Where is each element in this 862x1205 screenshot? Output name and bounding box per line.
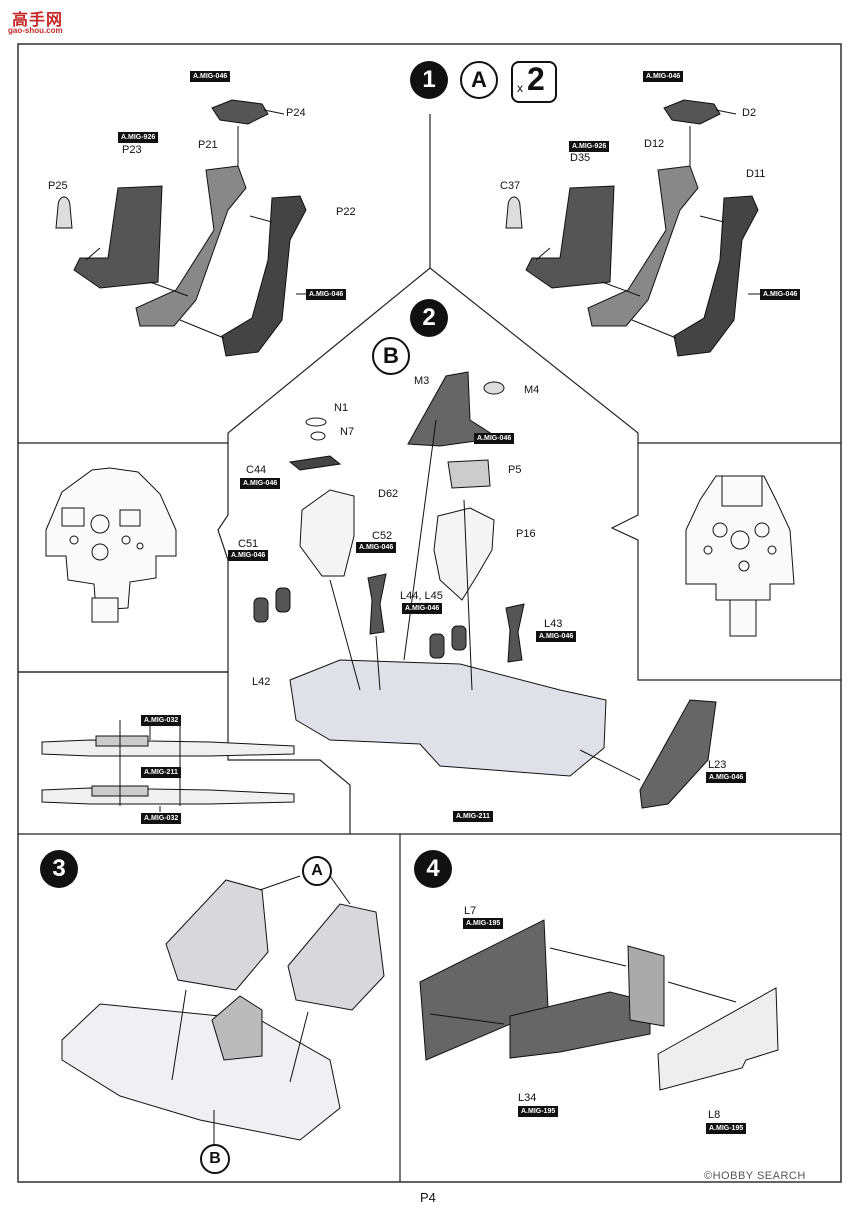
label-l42: L42 — [252, 676, 271, 688]
label-d2: D2 — [742, 107, 757, 119]
paint-p23: A.MIG-926 — [118, 132, 159, 143]
step4-number: 4 — [414, 850, 452, 888]
step3-drawing — [61, 875, 385, 1146]
paint-tub: A.MIG-211 — [453, 811, 493, 822]
step2-subassembly-b: B — [372, 337, 410, 375]
side-view-drawing — [41, 720, 295, 812]
watermark-url: gao-shou.com — [8, 26, 63, 35]
paint-c51: A.MIG-046 — [228, 550, 269, 561]
step3-ref-a: A — [302, 856, 332, 886]
label-l23: L23 — [708, 759, 727, 771]
seat-right-drawing — [505, 99, 760, 357]
step2-parts-drawing — [253, 371, 717, 809]
step3-number: 3 — [40, 850, 78, 888]
label-m4: M4 — [524, 384, 540, 396]
paint-p22: A.MIG-046 — [306, 289, 347, 300]
paint-side-bottom: A.MIG-032 — [141, 813, 182, 824]
label-c52: C52 — [372, 530, 393, 542]
label-d62: D62 — [378, 488, 399, 500]
paint-l7: A.MIG-195 — [463, 918, 504, 929]
paint-d11: A.MIG-046 — [760, 289, 801, 300]
outer-frame — [17, 43, 842, 1183]
paint-l8: A.MIG-195 — [706, 1123, 747, 1134]
side-view-frame — [18, 671, 351, 834]
label-l8: L8 — [708, 1109, 721, 1121]
paint-l43: A.MIG-046 — [536, 631, 577, 642]
paint-d2: A.MIG-046 — [643, 71, 684, 82]
label-d11: D11 — [746, 168, 766, 180]
step4-drawing — [419, 919, 779, 1091]
paint-side-middle: A.MIG-211 — [141, 767, 181, 778]
label-p16: P16 — [516, 528, 536, 540]
label-p25: P25 — [48, 180, 68, 192]
page-number: P4 — [420, 1190, 436, 1205]
watermark-title: 高手网 — [12, 10, 64, 29]
step3-ref-b: B — [200, 1144, 230, 1174]
paint-p24: A.MIG-046 — [190, 71, 231, 82]
label-n7: N7 — [340, 426, 355, 438]
label-c44: C44 — [246, 464, 267, 476]
label-c37: C37 — [500, 180, 521, 192]
step1-subassembly-a: A — [460, 61, 498, 99]
paint-l23: A.MIG-046 — [706, 772, 747, 783]
label-p5: P5 — [508, 464, 522, 476]
seat-left-drawing — [55, 99, 308, 357]
label-n1: N1 — [334, 402, 349, 414]
right-cockpit-panel-drawing — [685, 475, 795, 637]
label-p22: P22 — [336, 206, 356, 218]
label-p21: P21 — [198, 139, 218, 151]
label-c51: C51 — [238, 538, 259, 550]
label-d35: D35 — [570, 152, 591, 164]
label-p24: P24 — [286, 107, 306, 119]
label-d12: D12 — [644, 138, 665, 150]
label-p23: P23 — [122, 144, 142, 156]
paint-l44: A.MIG-046 — [402, 603, 443, 614]
watermark-logo: 高手网 gao-shou.com — [4, 4, 70, 38]
hobbysearch-watermark: ©HOBBY SEARCH — [704, 1170, 806, 1182]
paint-c52: A.MIG-046 — [356, 542, 397, 553]
step1-times-count: 2 — [527, 61, 545, 97]
step1-number: 1 — [410, 61, 448, 99]
label-l34: L34 — [518, 1092, 537, 1104]
paint-l34: A.MIG-195 — [518, 1106, 559, 1117]
label-m3: M3 — [414, 375, 430, 387]
paint-m3: A.MIG-046 — [474, 433, 515, 444]
right-panel-frame — [610, 443, 841, 681]
left-cockpit-panel-drawing — [45, 467, 177, 623]
label-l44-l45: L44, L45 — [400, 590, 443, 602]
step1-times-box: x 2 — [511, 61, 557, 103]
label-l7: L7 — [464, 905, 477, 917]
paint-side-top: A.MIG-032 — [141, 715, 182, 726]
paint-d35: A.MIG-926 — [569, 141, 610, 152]
step2-number: 2 — [410, 299, 448, 337]
label-l43: L43 — [544, 618, 563, 630]
paint-c44: A.MIG-046 — [240, 478, 281, 489]
step1-times-prefix: x — [517, 81, 523, 95]
